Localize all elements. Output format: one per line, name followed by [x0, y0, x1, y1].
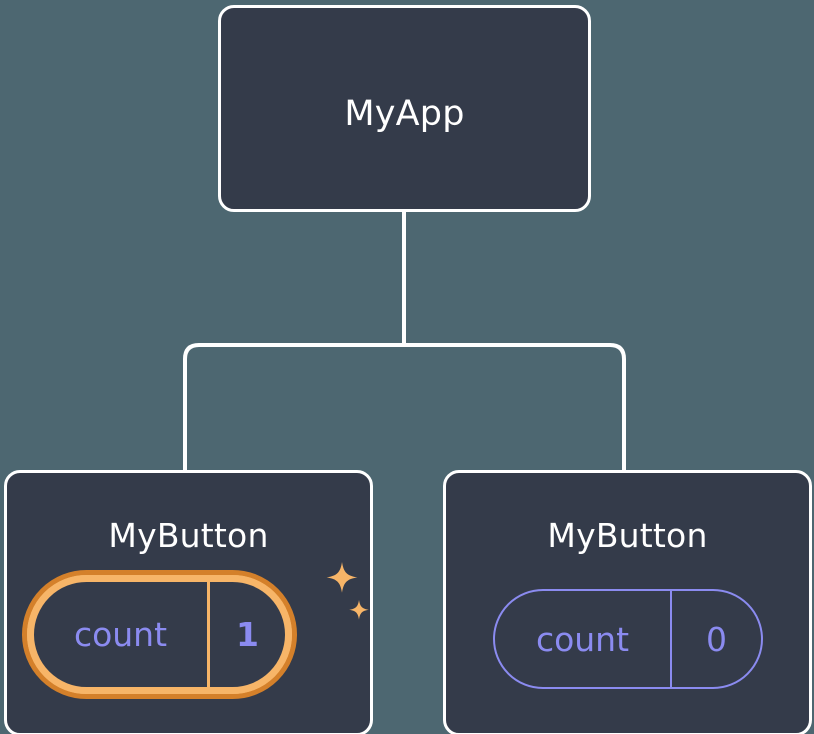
state-pill-left-value: 1 — [236, 615, 259, 654]
state-pill-right-frame: count 0 — [493, 589, 763, 689]
node-mybutton-right-title: MyButton — [547, 516, 708, 555]
state-pill-right-key: count — [495, 591, 672, 687]
state-pill-right[interactable]: count 0 — [493, 570, 763, 689]
node-mybutton-left-title: MyButton — [108, 516, 269, 555]
state-pill-left-key: count — [34, 582, 210, 687]
state-pill-left-inner: count 1 — [27, 575, 292, 694]
state-pill-left[interactable]: count 1 — [22, 570, 351, 699]
node-myapp[interactable]: MyApp — [218, 5, 591, 212]
state-pill-left-frame: count 1 — [22, 570, 297, 699]
edge-child-branches — [183, 343, 626, 470]
node-myapp-title: MyApp — [344, 94, 465, 134]
state-pill-right-value: 0 — [706, 619, 727, 659]
